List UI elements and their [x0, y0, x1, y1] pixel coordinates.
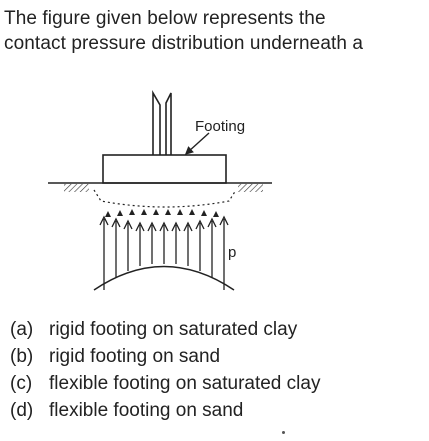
pressure-curve: [93, 265, 235, 291]
scan-speck: [282, 431, 285, 434]
option-key: (b): [10, 346, 34, 367]
footing-pressure-figure: Footing p: [48, 90, 272, 291]
option-text: rigid footing on sand: [49, 346, 221, 367]
question-line-2: contact pressure distribution underneath…: [4, 33, 364, 54]
pressure-label: p: [228, 244, 236, 261]
question-text: The figure given below represents the co…: [4, 6, 429, 56]
footing-label: Footing: [195, 118, 245, 135]
footing-leader-arrow: [184, 132, 210, 155]
option-key: (c): [10, 373, 33, 394]
option-key: (d): [10, 400, 34, 421]
option-a[interactable]: (a) rigid footing on saturated clay: [10, 316, 320, 343]
footing-slab: [102, 154, 227, 184]
pressure-outline-dashed: [93, 189, 237, 208]
upward-arrows-small: [105, 209, 219, 217]
option-text: rigid footing on saturated clay: [49, 319, 298, 340]
ground-hatch-right: [238, 184, 263, 192]
option-d[interactable]: (d) flexible footing on sand: [10, 397, 320, 424]
question-line-1: The figure given below represents the: [4, 8, 326, 29]
pressure-arrows: [99, 215, 229, 290]
option-text: flexible footing on sand: [49, 400, 244, 421]
column: [152, 90, 172, 155]
option-key: (a): [10, 319, 34, 340]
option-text: flexible footing on saturated clay: [49, 373, 321, 394]
option-c[interactable]: (c) flexible footing on saturated clay: [10, 370, 320, 397]
ground-hatch-left: [64, 184, 89, 192]
option-b[interactable]: (b) rigid footing on sand: [10, 343, 320, 370]
answer-options: (a) rigid footing on saturated clay (b) …: [10, 316, 320, 424]
